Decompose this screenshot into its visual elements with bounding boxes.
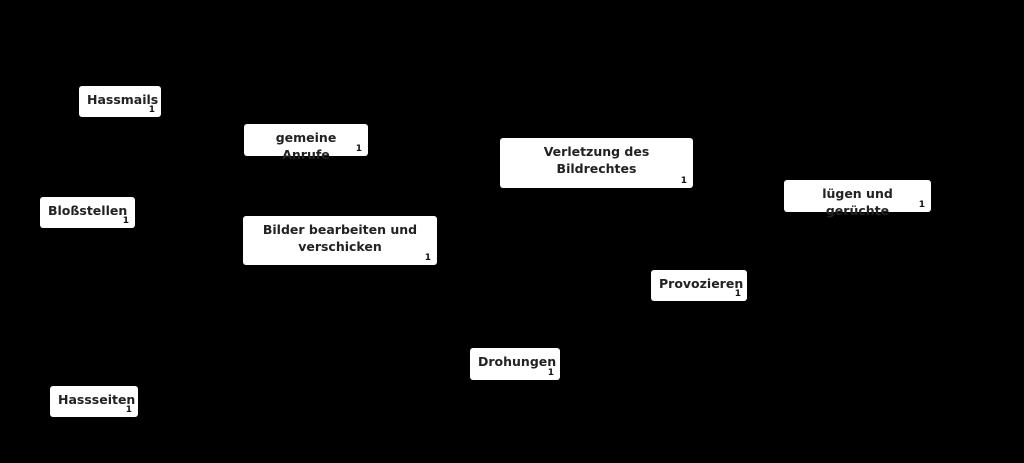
card-label: Verletzung des Bildrechtes bbox=[543, 144, 650, 176]
card-label: Bloßstellen bbox=[48, 203, 128, 218]
card-bilder-bearbeiten-und-verschicken[interactable]: Bilder bearbeiten und verschicken 1 bbox=[243, 216, 437, 265]
card-count: 1 bbox=[355, 144, 362, 154]
card-drohungen[interactable]: Drohungen 1 bbox=[470, 348, 560, 380]
card-count: 1 bbox=[122, 216, 129, 226]
card-count: 1 bbox=[918, 200, 925, 210]
card-luegen-und-geruechte[interactable]: lügen und gerüchte 1 bbox=[784, 180, 931, 218]
card-label: Hassseiten bbox=[58, 392, 136, 407]
card-gemeine-anrufe[interactable]: gemeine Anrufe 1 bbox=[244, 124, 368, 162]
card-label: gemeine Anrufe bbox=[275, 130, 337, 162]
card-blossstellen[interactable]: Bloßstellen 1 bbox=[40, 197, 135, 228]
card-label: lügen und gerüchte bbox=[822, 186, 893, 218]
card-count: 1 bbox=[125, 405, 132, 415]
card-label: Provozieren bbox=[659, 276, 744, 291]
card-provozieren[interactable]: Provozieren 1 bbox=[651, 270, 747, 301]
card-count: 1 bbox=[424, 253, 431, 263]
card-verletzung-des-bildrechtes[interactable]: Verletzung des Bildrechtes 1 bbox=[500, 138, 693, 188]
card-count: 1 bbox=[680, 176, 687, 186]
card-label: Hassmails bbox=[87, 92, 159, 107]
card-hassmails[interactable]: Hassmails 1 bbox=[79, 86, 161, 117]
card-count: 1 bbox=[547, 368, 554, 378]
card-count: 1 bbox=[734, 289, 741, 299]
card-count: 1 bbox=[148, 105, 155, 115]
card-hassseiten[interactable]: Hassseiten 1 bbox=[50, 386, 138, 417]
card-label: Drohungen bbox=[478, 354, 557, 369]
card-label: Bilder bearbeiten und verschicken bbox=[262, 222, 418, 254]
